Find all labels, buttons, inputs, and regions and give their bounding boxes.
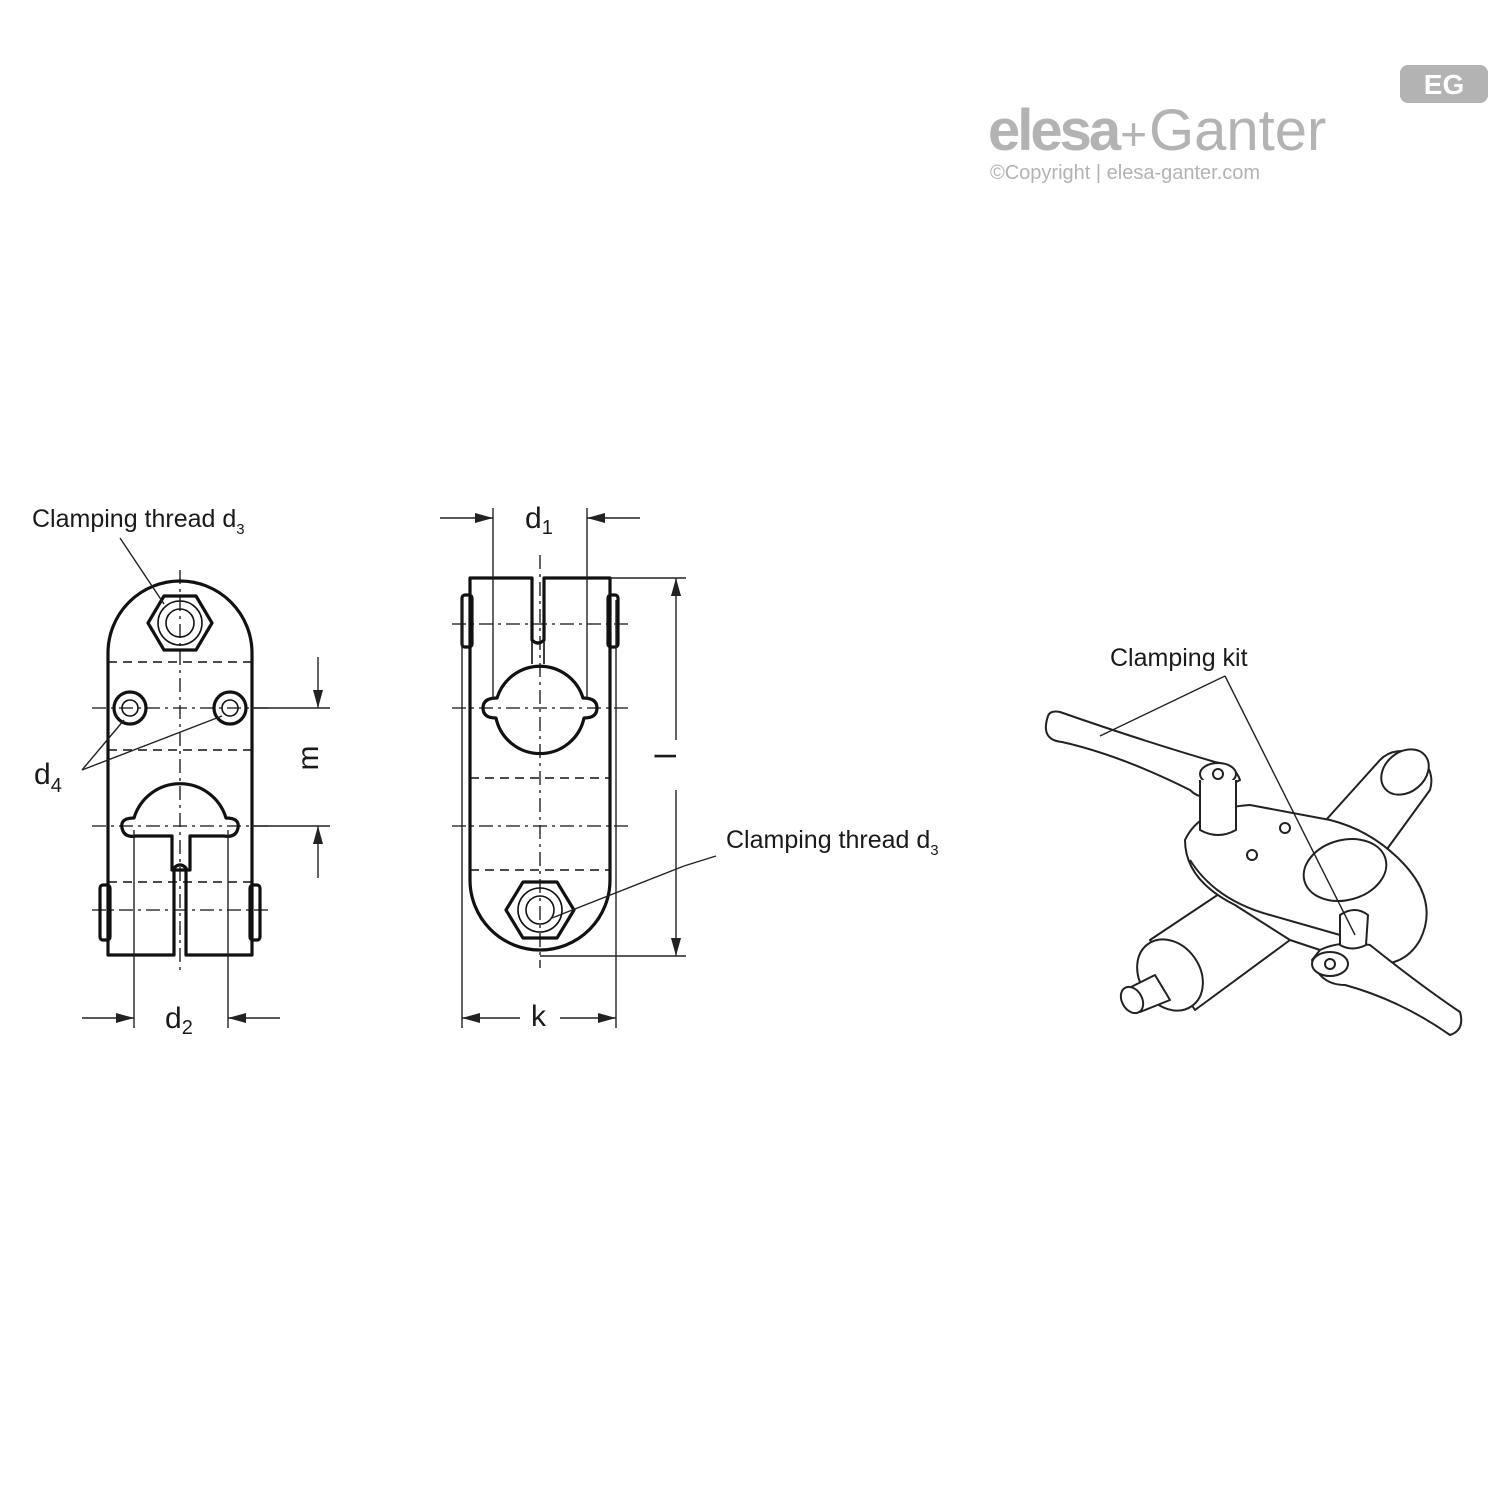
front-clamping-thread-label: Clamping thread d3 — [32, 505, 245, 538]
l-arrow-bottom — [671, 938, 681, 956]
front-hex-bolt — [146, 594, 214, 652]
logo-brand-left: elesa — [988, 98, 1122, 163]
d1-arrow-left — [475, 513, 493, 523]
side-clamping-leader-2 — [683, 855, 717, 867]
logo-brand: elesa+Ganter — [988, 98, 1326, 163]
side-bore-slot — [531, 640, 545, 664]
logo-badge — [1400, 65, 1488, 103]
iso-clamp-edge — [1189, 859, 1341, 936]
iso-clamping-lever-upper — [1044, 710, 1241, 798]
d4-leader-2 — [81, 715, 223, 771]
clamping-kit-leader-1 — [1099, 675, 1226, 737]
side-clamping-leader-1 — [551, 865, 685, 919]
brand-logo: EG elesa+Ganter ©Copyright | elesa-gante… — [988, 65, 1488, 184]
side-bolt-inner-circle — [525, 895, 555, 925]
iso-lever-upper-post — [1199, 780, 1237, 836]
d2-label: d2 — [165, 1002, 193, 1039]
k-label: k — [531, 1000, 547, 1033]
side-clamping-thread-label: Clamping thread d3 — [726, 826, 939, 859]
iso-tube-upper-end — [1380, 748, 1430, 796]
front-view: m d2 d4 Clamping thread d3 — [32, 505, 330, 1039]
l-label: l — [650, 753, 683, 760]
front-bore-d2 — [120, 782, 240, 872]
l-arrow-top — [671, 578, 681, 596]
side-clamp-tab-right — [606, 593, 620, 649]
logo-badge-text: EG — [1424, 69, 1464, 100]
k-arrow-right — [598, 1013, 616, 1023]
d2-arrow-right — [228, 1013, 246, 1023]
clamping-kit-label: Clamping kit — [1110, 644, 1248, 672]
front-body-outline — [106, 579, 254, 957]
iso-d4-hole-2 — [1279, 822, 1291, 834]
k-arrow-left — [462, 1013, 480, 1023]
clamping-kit-leader-2 — [1224, 675, 1356, 936]
m-arrow-top — [313, 690, 323, 708]
front-clamp-tab-right — [248, 883, 262, 942]
iso-lever-upper-screw — [1212, 768, 1224, 780]
iso-lever-lower-screw — [1324, 958, 1336, 970]
side-clamp-tab-left — [460, 593, 474, 649]
iso-d4-hole-1 — [1246, 849, 1258, 861]
d4-label: d4 — [34, 758, 62, 797]
front-clamping-leader — [119, 537, 165, 605]
iso-shaft-stub-end — [1119, 985, 1145, 1015]
iso-clamp-bore — [1302, 838, 1388, 902]
logo-brand-right: Ganter — [1149, 98, 1326, 163]
m-label: m — [292, 746, 325, 771]
side-view: d1 l k Clamping thread d3 — [440, 502, 939, 1033]
side-bore-d1 — [481, 664, 599, 756]
logo-brand-plus: + — [1120, 108, 1147, 160]
m-arrow-bottom — [313, 826, 323, 844]
d1-label: d1 — [525, 502, 553, 539]
d2-arrow-left — [116, 1013, 134, 1023]
d1-arrow-right — [587, 513, 605, 523]
d4-leader-1 — [81, 719, 125, 771]
logo-copyright: ©Copyright | elesa-ganter.com — [990, 162, 1260, 184]
front-clamp-tab-left — [98, 883, 112, 942]
iso-lever-lower-post — [1339, 909, 1369, 950]
isometric-view: Clamping kit — [1044, 644, 1463, 1036]
